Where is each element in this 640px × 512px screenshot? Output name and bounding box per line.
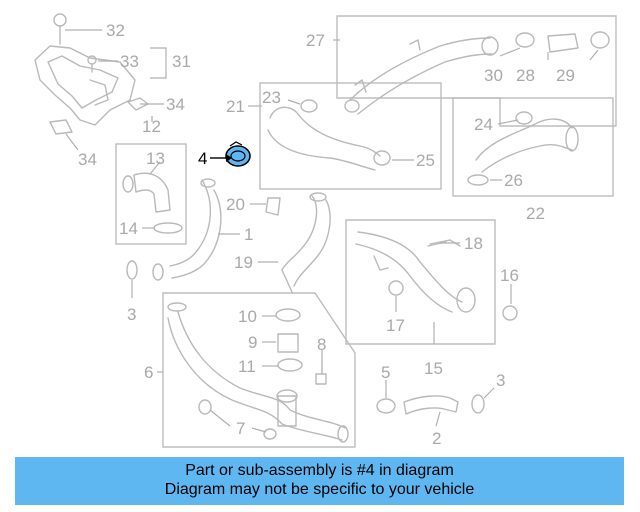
callout-20: 20: [226, 195, 245, 214]
callout-30: 30: [484, 66, 503, 85]
group-box-15: [345, 219, 496, 345]
callout-15: 15: [424, 359, 443, 378]
o-ring-3a: [126, 260, 138, 280]
callout-32: 32: [106, 21, 125, 40]
callout-17: 17: [386, 316, 405, 335]
pipe-19: [265, 192, 331, 293]
callout-10: 10: [238, 307, 257, 326]
o-ring-3b: [471, 394, 485, 414]
group-box-22: [452, 97, 614, 197]
o-ring-16: [502, 305, 518, 321]
callout-22: 22: [526, 204, 545, 223]
arrow-4-icon: [226, 154, 232, 162]
clamp-4-highlighted[interactable]: [225, 141, 251, 167]
hose-21: [267, 99, 391, 171]
callout-23: 23: [262, 88, 281, 107]
group-box-21: [259, 82, 442, 190]
pipe-1: [152, 178, 222, 281]
callout-25: 25: [416, 151, 435, 170]
hose-2: [403, 395, 459, 415]
callout-26: 26: [504, 171, 523, 190]
group-box-6: [162, 292, 356, 448]
bolt-8: [315, 355, 327, 385]
clamp-11: [277, 358, 303, 372]
callout-31: 31: [172, 52, 191, 71]
callout-3b: 3: [496, 371, 505, 390]
leader-lines: [65, 29, 599, 433]
callout-14: 14: [119, 219, 138, 238]
bracket-assembly: [34, 13, 149, 135]
notice-banner: Part or sub-assembly is #4 in diagram Di…: [15, 457, 624, 505]
hose-22: [467, 111, 579, 186]
callout-3a: 3: [127, 305, 136, 324]
callout-29: 29: [556, 66, 575, 85]
pipe-6: [167, 302, 349, 443]
callout-12: 12: [142, 117, 161, 136]
callout-21: 21: [226, 97, 245, 116]
callout-19: 19: [234, 253, 253, 272]
banner-line-2: Diagram may not be specific to your vehi…: [164, 481, 475, 498]
callout-16: 16: [500, 266, 519, 285]
clamp-10: [275, 308, 301, 322]
sleeve-9: [277, 333, 299, 353]
callout-33: 33: [120, 52, 139, 71]
pipe-15: [355, 231, 476, 313]
callout-6: 6: [144, 363, 153, 382]
callout-5: 5: [381, 363, 390, 382]
banner-line-1: Part or sub-assembly is #4 in diagram: [185, 462, 454, 479]
callout-34b: 34: [78, 150, 97, 169]
callout-7: 7: [236, 419, 245, 438]
callout-9: 9: [248, 333, 257, 352]
callout-11: 11: [238, 357, 256, 376]
callout-2: 2: [432, 429, 441, 448]
clamp-5: [376, 398, 396, 414]
callout-34a: 34: [166, 95, 185, 114]
callout-18: 18: [464, 234, 483, 253]
callout-8: 8: [317, 335, 326, 354]
callout-1: 1: [244, 225, 253, 244]
callout-24: 24: [474, 115, 493, 134]
callout-4: 4: [198, 149, 207, 168]
callout-13: 13: [146, 149, 165, 168]
callout-28: 28: [516, 66, 535, 85]
group-box-27: [336, 15, 617, 127]
group-box-12: [115, 143, 187, 245]
pipe-27: [344, 31, 610, 115]
callout-27: 27: [306, 31, 325, 50]
